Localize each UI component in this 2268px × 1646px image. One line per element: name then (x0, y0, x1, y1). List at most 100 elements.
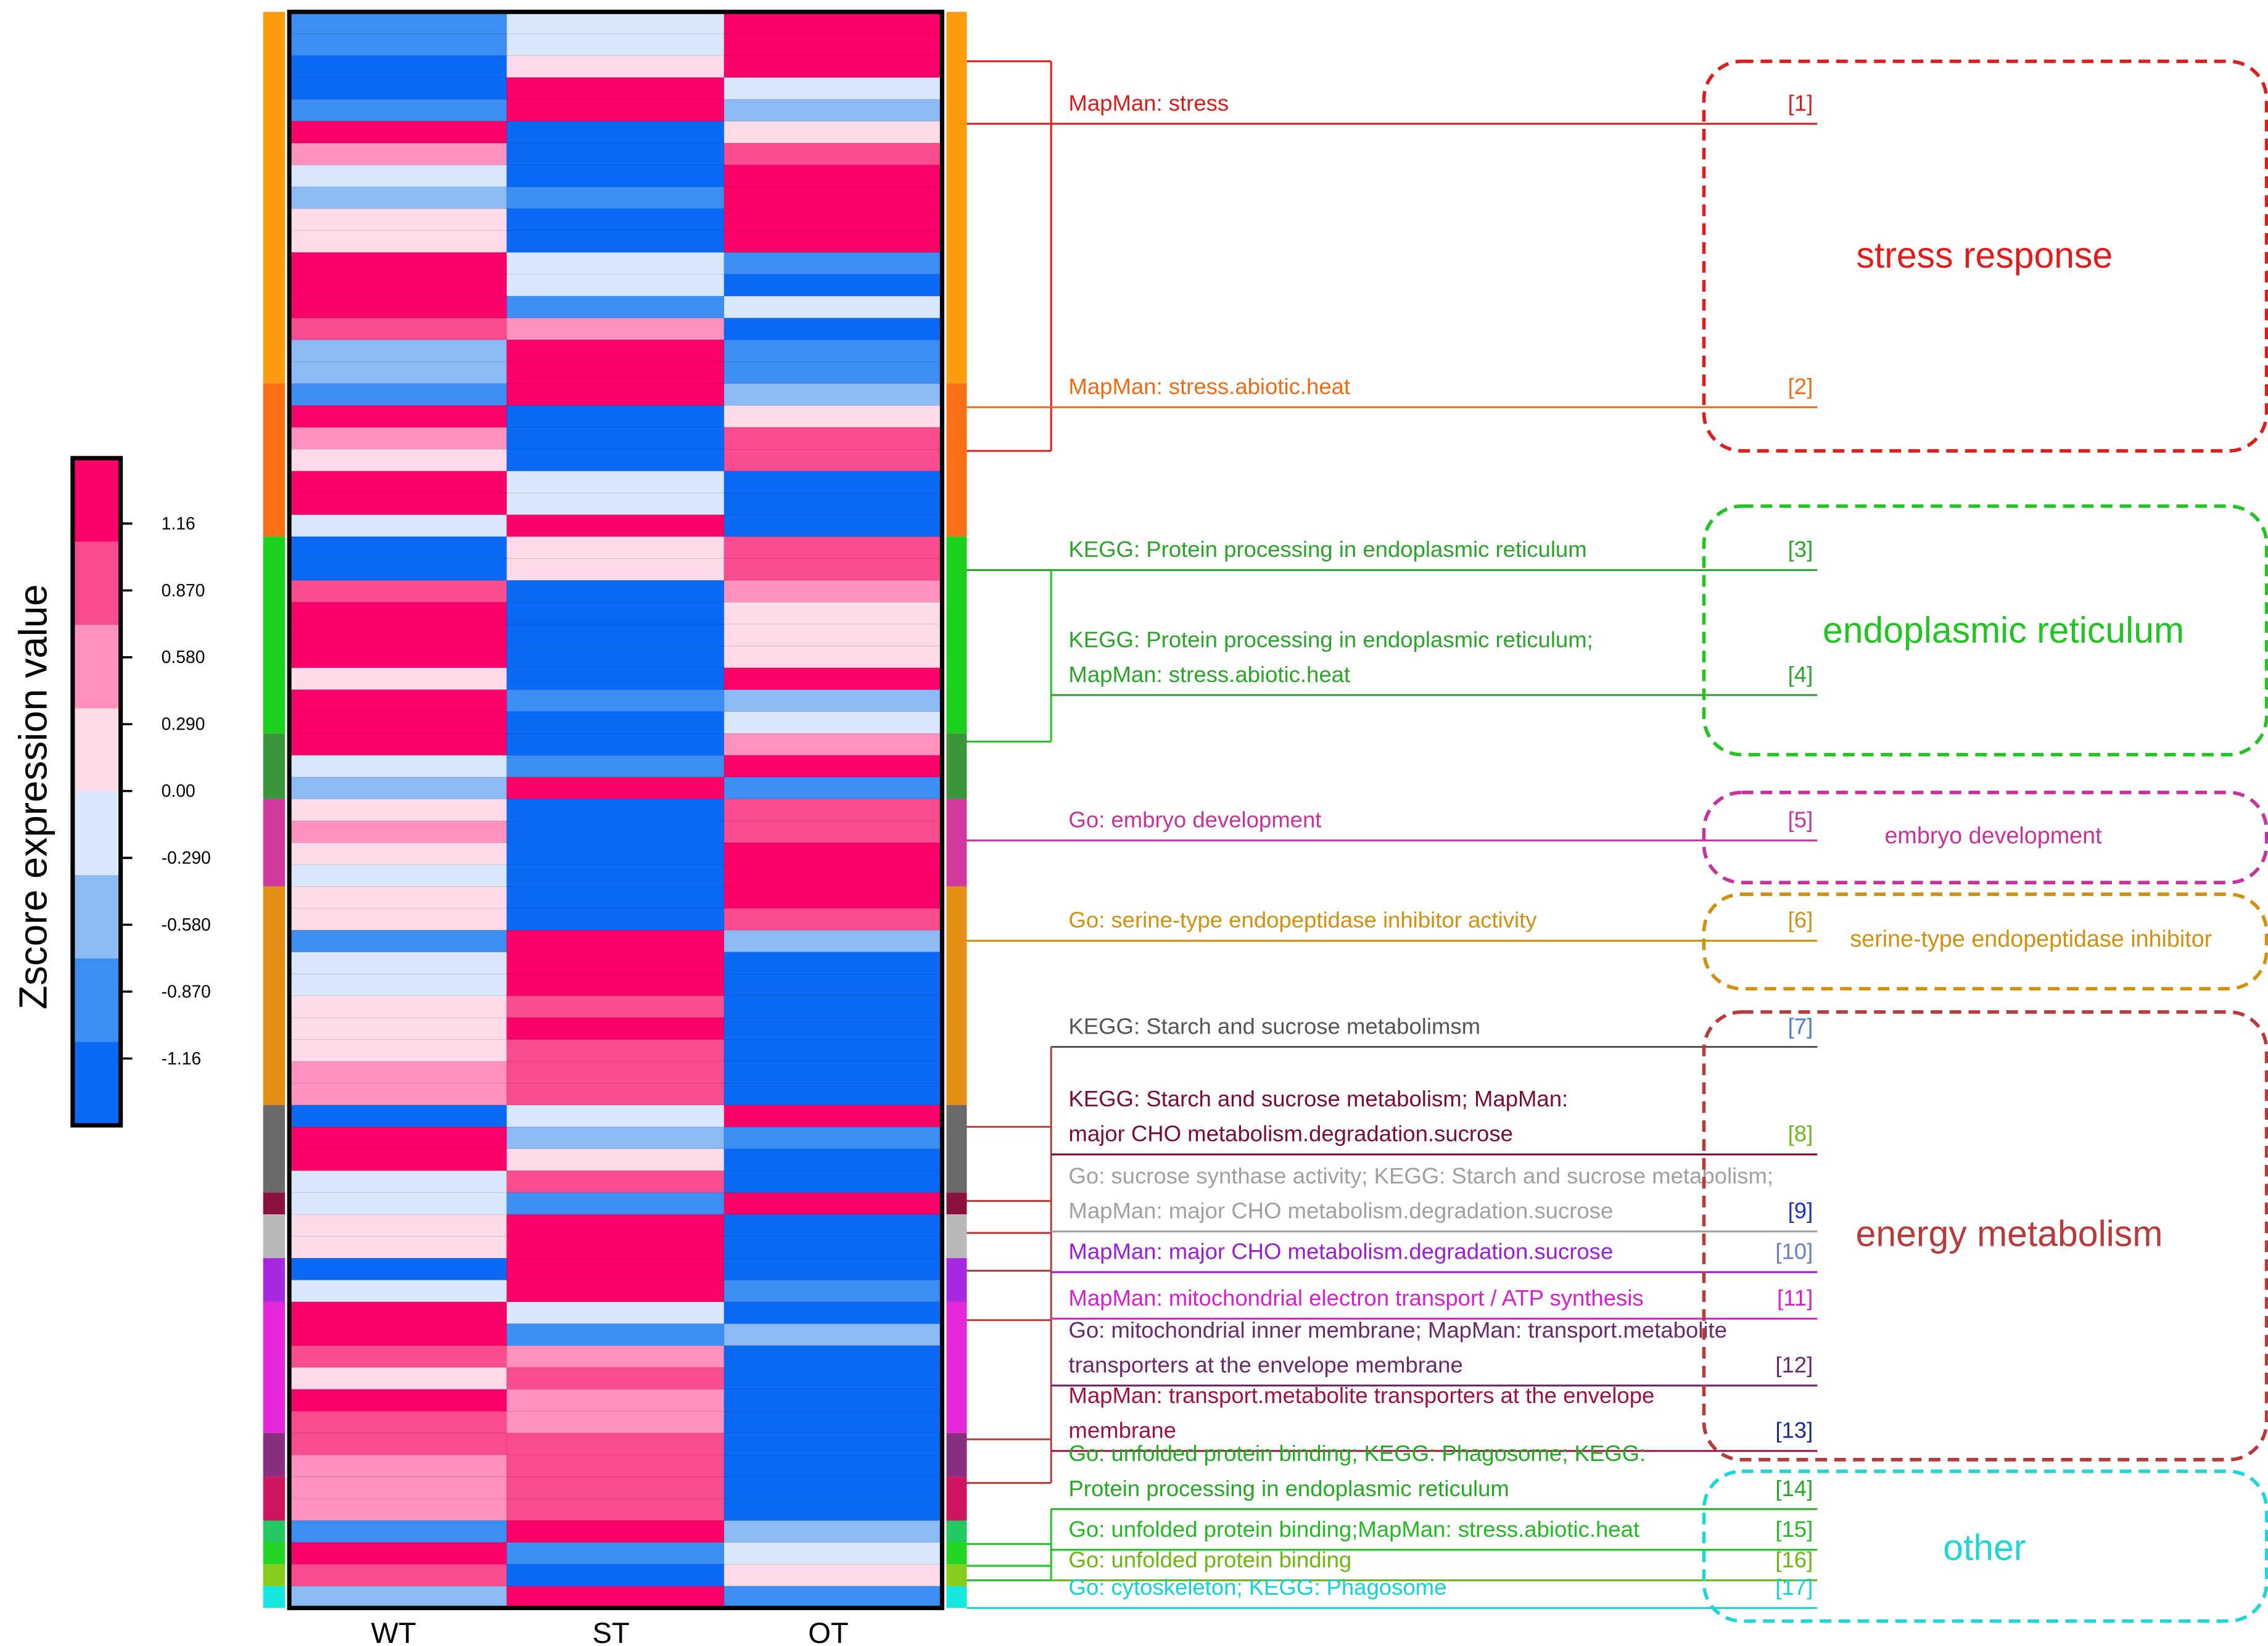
category-label: embryo development (1884, 822, 2102, 848)
heatmap-cell (724, 1301, 942, 1325)
heatmap-cell (289, 1170, 508, 1194)
heatmap-cell (506, 536, 725, 559)
heatmap-cell (289, 995, 508, 1019)
heatmap-cell (724, 186, 942, 210)
heatmap-cell (724, 33, 942, 57)
colorbar-tick-label: -0.290 (162, 847, 211, 867)
heatmap-cell (724, 776, 942, 800)
heatmap-cell (506, 339, 725, 363)
annotation-number: [8] (1788, 1121, 1813, 1146)
right-cluster-bar (946, 1564, 967, 1586)
heatmap-cell (724, 1389, 942, 1412)
right-cluster-bar (946, 1192, 967, 1215)
heatmap-cell (506, 842, 725, 866)
heatmap-cell (506, 1520, 725, 1544)
heatmap-cell (506, 755, 725, 778)
heatmap-cell (506, 142, 725, 166)
heatmap-cell (724, 1586, 942, 1609)
annotation-text: MapMan: transport.metabolite transporter… (1068, 1383, 1654, 1408)
heatmap-cell (506, 558, 725, 582)
heatmap-cell (724, 689, 942, 713)
heatmap-cell (724, 1345, 942, 1368)
heatmap-cell (724, 55, 942, 78)
heatmap-cell (724, 1367, 942, 1391)
colorbar-tick-label: 1.16 (162, 513, 196, 533)
heatmap-cell (506, 1236, 725, 1259)
heatmap-cell (289, 1476, 508, 1500)
heatmap-cell (289, 55, 508, 78)
heatmap-cell (724, 995, 942, 1019)
heatmap-cell (506, 973, 725, 997)
heatmap-cell (289, 1236, 508, 1259)
annotation-number: [13] (1775, 1418, 1813, 1443)
heatmap-cell (289, 121, 508, 144)
left-cluster-bar (263, 733, 285, 799)
heatmap-cell (289, 339, 508, 363)
left-cluster-bar (263, 1105, 285, 1193)
heatmap-cell (289, 471, 508, 494)
heatmap-cell (724, 536, 942, 559)
heatmap-cell (289, 427, 508, 450)
heatmap-cell (724, 602, 942, 625)
heatmap-cell (289, 929, 508, 953)
heatmap-cell (506, 1083, 725, 1106)
heatmap-cell (289, 318, 508, 341)
heatmap-cell (724, 1410, 942, 1434)
annotation-number: [4] (1788, 662, 1813, 687)
heatmap-cell (289, 733, 508, 756)
heatmap-cell (506, 405, 725, 429)
left-cluster-bar (263, 1433, 285, 1477)
left-cluster-bar (263, 12, 285, 384)
heatmap-cell (724, 886, 942, 910)
heatmap-cell (289, 820, 508, 844)
heatmap-cell (724, 361, 942, 385)
heatmap-cell (724, 733, 942, 756)
right-cluster-bar (946, 1214, 967, 1259)
heatmap-cell (506, 1301, 725, 1325)
heatmap-cell (724, 1170, 942, 1194)
heatmap-cell (724, 99, 942, 122)
heatmap-cell (289, 1017, 508, 1040)
category-box (1702, 1010, 2268, 1462)
heatmap-cell (506, 995, 725, 1019)
heatmap-cell (506, 1039, 725, 1063)
annotation-text: major CHO metabolism.degradation.sucrose (1068, 1121, 1512, 1146)
heatmap-cell (289, 711, 508, 735)
heatmap-cell (289, 1389, 508, 1412)
annotation-number: [15] (1775, 1516, 1813, 1542)
heatmap-cell (289, 1323, 508, 1347)
category-label: other (1943, 1528, 2026, 1568)
heatmap-cell (289, 492, 508, 516)
heatmap-cell (289, 274, 508, 297)
heatmap-cell (724, 667, 942, 691)
heatmap-cell (506, 711, 725, 735)
heatmap-cell (506, 471, 725, 494)
heatmap-cell (724, 1498, 942, 1521)
annotation-number: [11] (1777, 1285, 1813, 1311)
heatmap-cell (289, 1564, 508, 1587)
heatmap-cell (506, 1564, 725, 1587)
left-cluster-bar (263, 799, 285, 887)
heatmap-cell (289, 1433, 508, 1456)
category-label: serine-type endopeptidase inhibitor (1850, 926, 2212, 952)
heatmap-cell (506, 492, 725, 516)
heatmap-cell (289, 864, 508, 887)
cluster-side-bars (263, 12, 967, 1608)
heatmap-cell (506, 1345, 725, 1368)
colorbar-segment (72, 1042, 121, 1126)
heatmap-cell (724, 121, 942, 144)
annotation-text: Go: unfolded protein binding;MapMan: str… (1068, 1516, 1639, 1542)
heatmap-cell (506, 1454, 725, 1478)
colorbar: 1.160.8700.5800.2900.00-0.290-0.580-0.87… (70, 456, 211, 1128)
heatmap-cell (724, 77, 942, 101)
heatmap-cell (506, 623, 725, 647)
right-cluster-bar (946, 12, 967, 384)
heatmap-cell (506, 908, 725, 931)
heatmap-cell (506, 361, 725, 385)
heatmap-cell (289, 799, 508, 822)
heatmap-cell (724, 646, 942, 669)
annotation-text: MapMan: stress (1068, 91, 1229, 116)
heatmap-cell (724, 1126, 942, 1150)
heatmap-cell (289, 667, 508, 691)
right-cluster-bar (946, 1520, 967, 1542)
